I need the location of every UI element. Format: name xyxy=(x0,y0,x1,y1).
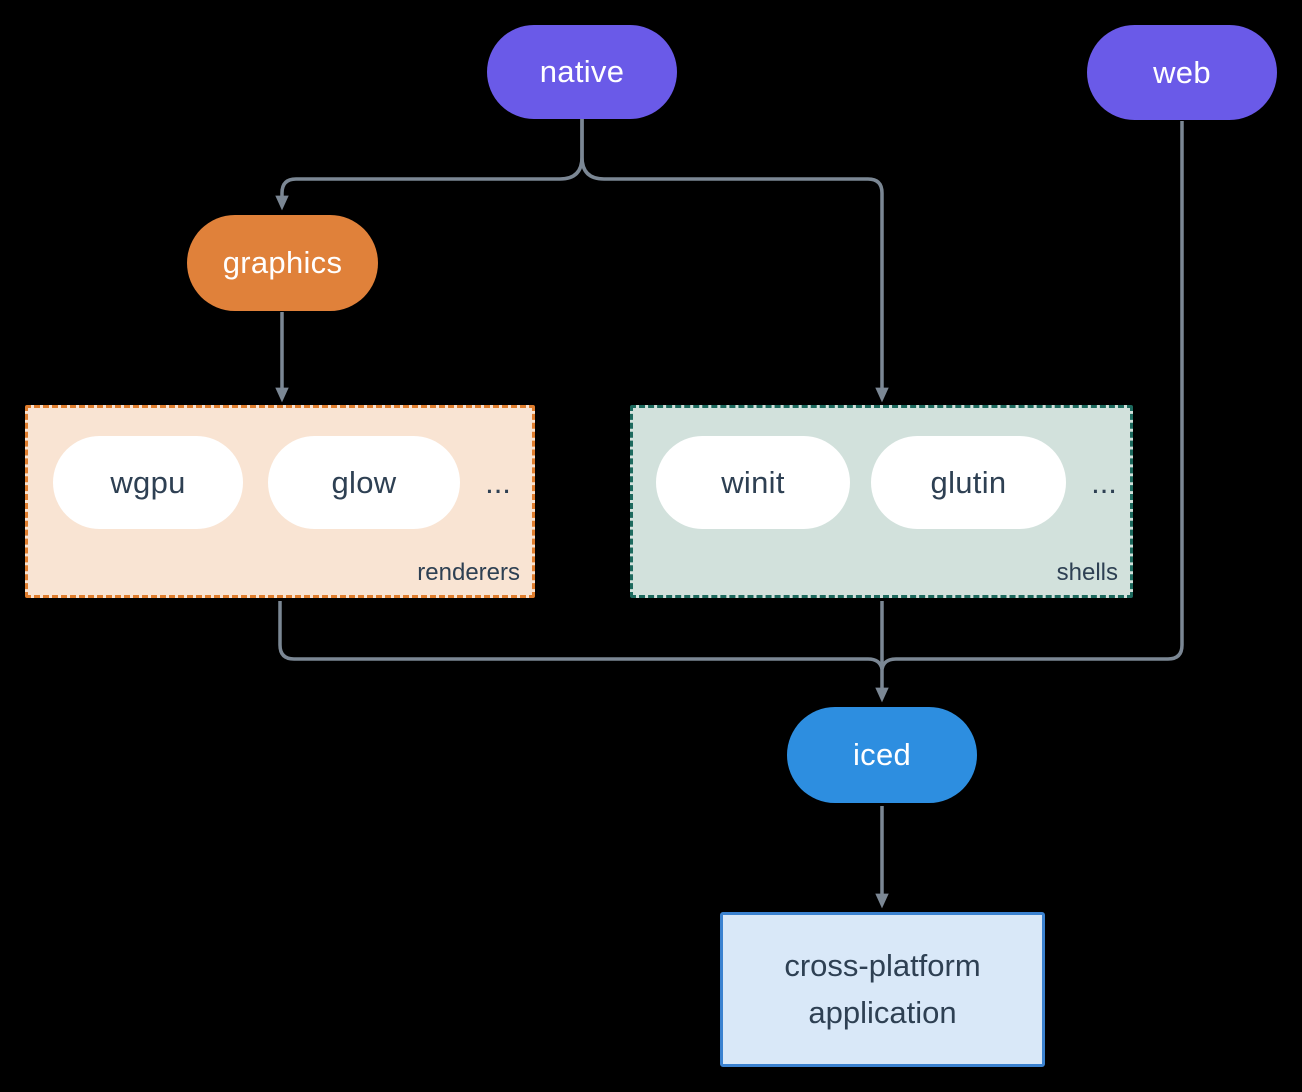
renderers-group-label: renderers xyxy=(417,559,520,586)
node-wgpu: wgpu xyxy=(53,436,243,529)
group-renderers: wgpu glow ... renderers xyxy=(25,405,535,598)
node-glow: glow xyxy=(268,436,460,529)
node-cross-platform-application: cross-platform application xyxy=(720,912,1045,1067)
shells-more-ellipsis: ... xyxy=(1091,464,1117,500)
node-winit: winit xyxy=(656,436,850,529)
renderers-more-ellipsis: ... xyxy=(485,464,511,500)
edge-renderers-to-junction xyxy=(278,601,884,670)
node-iced: iced xyxy=(787,707,977,803)
node-graphics: graphics xyxy=(187,215,378,311)
shells-group-label: shells xyxy=(1056,559,1118,586)
node-native: native xyxy=(487,25,677,119)
edge-native-to-graphics xyxy=(275,119,584,211)
node-web: web xyxy=(1087,25,1277,120)
edge-native-to-shells xyxy=(580,119,889,403)
node-glutin: glutin xyxy=(871,436,1066,529)
group-shells: winit glutin ... shells xyxy=(630,405,1133,598)
